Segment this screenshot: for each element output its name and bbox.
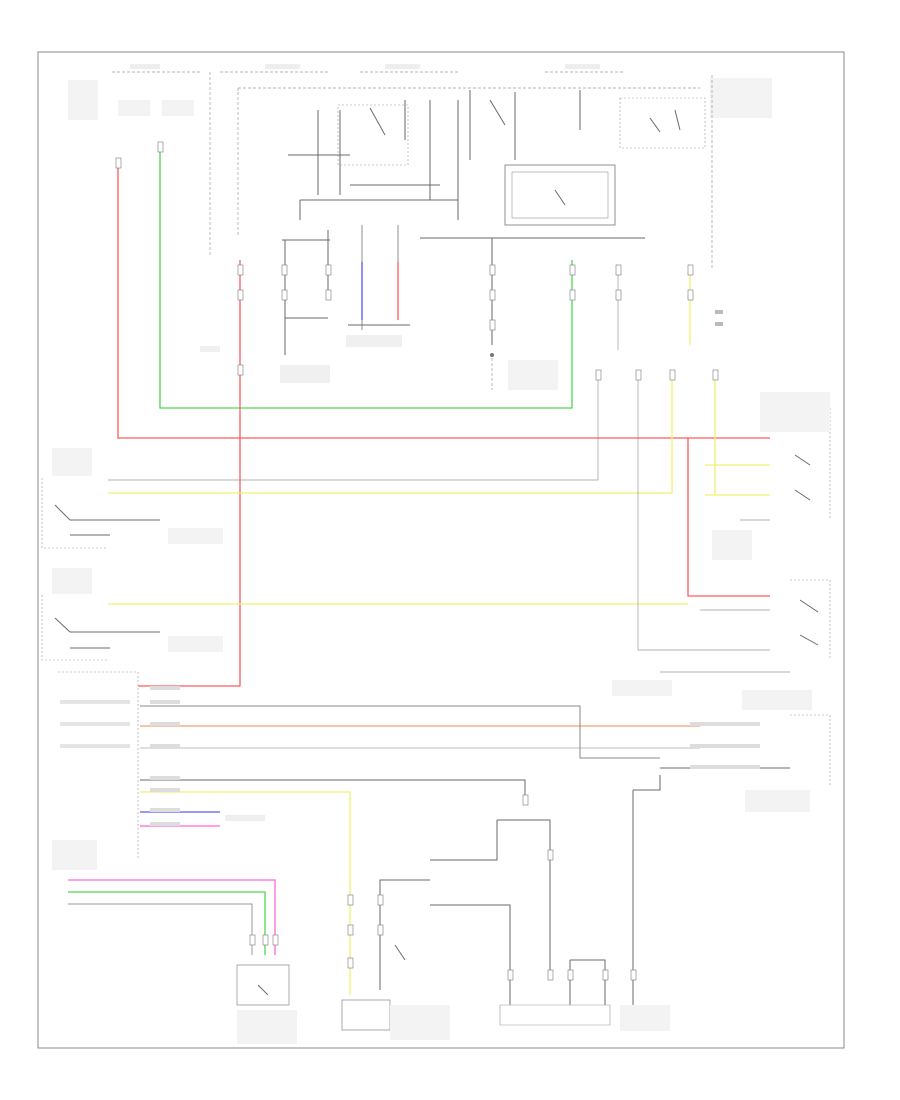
red-wire-right-branch — [687, 438, 770, 597]
ground-switch — [490, 238, 558, 390]
connector-pair — [200, 225, 410, 383]
legend — [715, 310, 723, 326]
bottom-right-component-label — [620, 1005, 670, 1031]
top-left-module-label — [68, 80, 194, 120]
red-wire-main — [117, 158, 770, 439]
gray-wire-signal — [140, 705, 660, 759]
yellow-wire-upper — [108, 380, 673, 494]
top-right-module-label — [710, 78, 772, 118]
connector-marks — [115, 141, 719, 981]
red-wire-vertical — [138, 260, 241, 687]
bottom-left-component — [236, 964, 290, 1006]
wire-label-marks — [60, 686, 760, 826]
gray-wire-lower — [68, 903, 253, 955]
left-module-1 — [41, 448, 223, 549]
diagram-frame — [37, 51, 845, 1049]
right-module-3 — [742, 690, 831, 812]
right-module-2 — [612, 579, 831, 696]
green-wire-top — [159, 142, 573, 409]
green-wire-lower — [68, 891, 266, 955]
control-unit — [52, 671, 139, 870]
thin-gray-wires — [108, 265, 790, 673]
right-module-1 — [712, 392, 831, 560]
left-module-2 — [41, 568, 223, 661]
power-headers — [112, 64, 625, 73]
bottom-center-component — [341, 999, 391, 1031]
switch-cluster-top — [209, 72, 713, 270]
bottom-wiring — [140, 767, 790, 1026]
pink-wire-lower — [68, 879, 276, 955]
